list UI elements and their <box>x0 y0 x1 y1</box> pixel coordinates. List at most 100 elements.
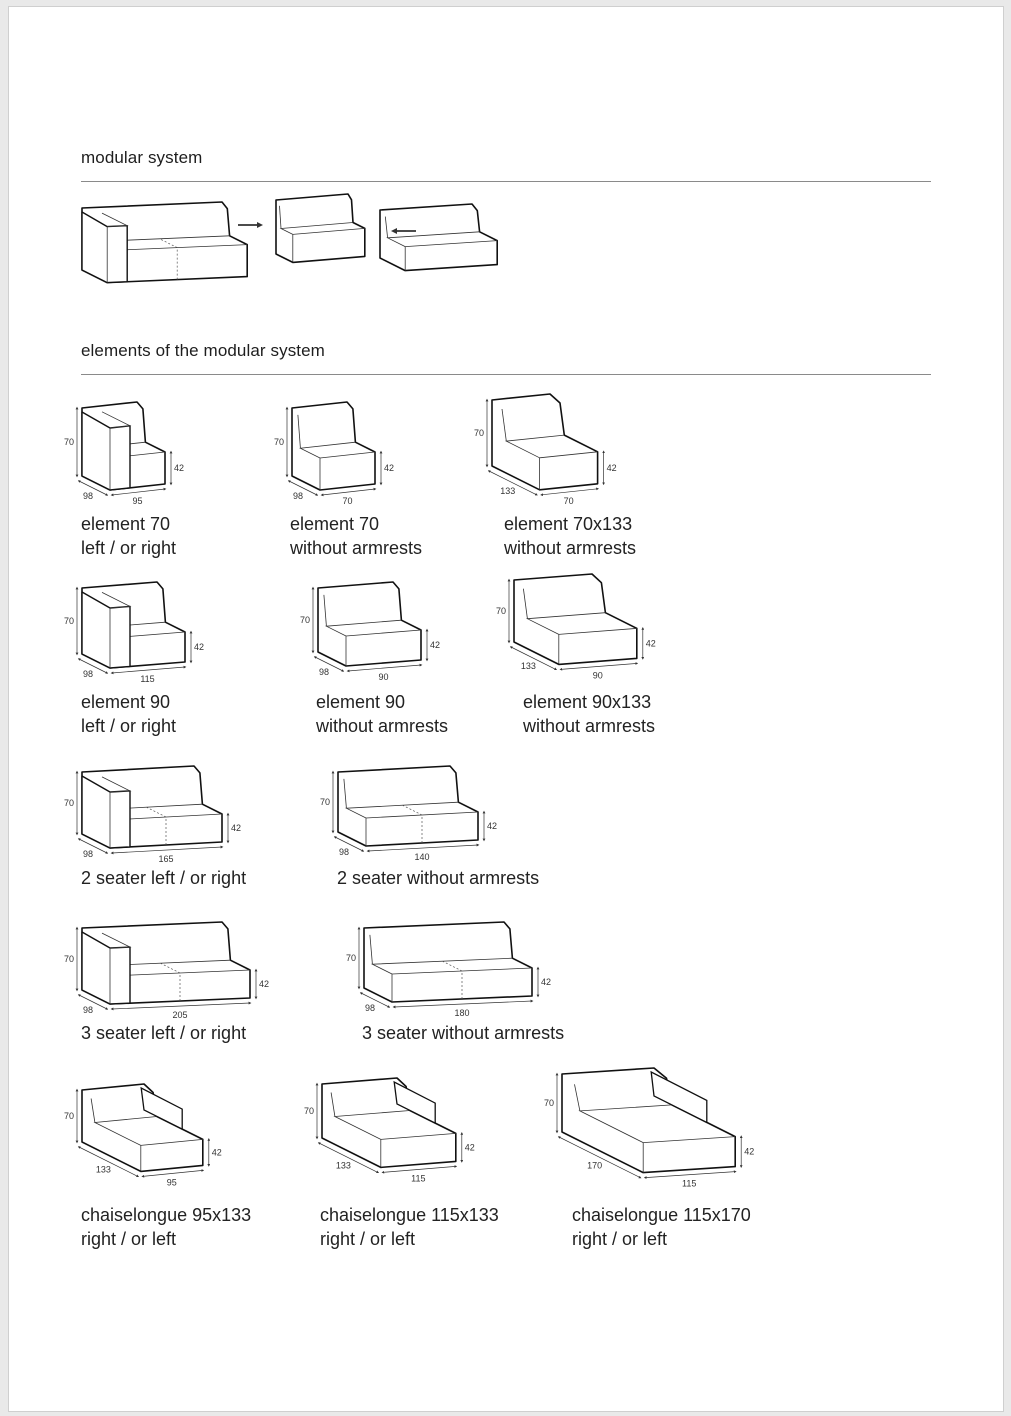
width-label: 180 <box>454 1008 469 1018</box>
sofa-drawing <box>317 581 422 667</box>
seat-edge <box>405 240 498 247</box>
caption-line2: without armrests <box>290 538 423 558</box>
depth-label: 133 <box>500 486 515 496</box>
width-label: 115 <box>682 1179 696 1189</box>
sofa-drawing <box>275 193 366 264</box>
width-dimension <box>110 845 224 855</box>
height-label: 70 <box>304 1106 314 1116</box>
height-label: 70 <box>544 1098 554 1108</box>
sofa-3-seater-part <box>81 201 248 284</box>
backrest-edge <box>523 588 528 619</box>
backrest-edge <box>369 934 373 965</box>
height-label: 70 <box>274 437 284 447</box>
seat-edge <box>319 451 376 459</box>
caption-line2: right / or left <box>320 1229 416 1249</box>
width-label: 95 <box>167 1177 177 1187</box>
caption-line1: 2 seater left / or right <box>81 868 247 888</box>
depth-dimension <box>333 836 365 852</box>
sofa-outline <box>363 921 533 1003</box>
caption-line2: left / or right <box>81 716 177 736</box>
depth-dimension <box>509 646 558 671</box>
seat-edge <box>539 451 598 459</box>
sofa-drawing <box>81 921 251 1005</box>
seat-height-label: 42 <box>744 1147 754 1157</box>
sofa-drawing <box>81 201 248 284</box>
side-armrest <box>393 1080 436 1125</box>
armrest-top <box>101 212 129 227</box>
caption-line2: right / or left <box>81 1229 177 1249</box>
seat-edge <box>292 228 365 235</box>
sofa-outline <box>379 203 498 272</box>
height-label: 70 <box>64 437 74 447</box>
width-dimension <box>540 487 599 497</box>
seat-edge <box>380 1133 456 1140</box>
seat-back-edge <box>344 801 459 819</box>
seat-edge <box>140 1139 203 1146</box>
depth-dimension <box>487 470 538 496</box>
width-label: 95 <box>132 496 142 506</box>
caption-line1: element 90 <box>316 692 406 712</box>
seat-height-label: 42 <box>430 640 440 650</box>
sofa-drawing <box>379 203 498 272</box>
element-caption: 3 seater left / or right <box>81 1021 246 1045</box>
backrest-edge <box>574 1084 581 1111</box>
seat-back-edge <box>525 612 606 635</box>
depth-dimension <box>317 1142 380 1174</box>
width-label: 115 <box>140 674 154 684</box>
sofa-drawing <box>337 765 479 847</box>
element-caption: 2 seater without armrests <box>337 866 539 890</box>
sofa-drawing <box>81 1083 204 1173</box>
caption-line1: element 90 <box>81 692 171 712</box>
cushion-seam <box>146 806 167 845</box>
caption-line1: chaiselongue 95x133 <box>81 1205 252 1225</box>
width-label: 70 <box>342 496 352 506</box>
element-caption: chaiselongue 95x133 right / or left <box>81 1203 251 1251</box>
backrest-edge <box>330 1092 336 1117</box>
width-label: 115 <box>411 1173 425 1183</box>
sofa-drawing <box>491 393 599 491</box>
backrest-edge <box>90 1098 96 1123</box>
caption-line1: 3 seater without armrests <box>362 1023 565 1043</box>
width-dimension <box>559 662 639 671</box>
depth-dimension <box>557 1136 642 1179</box>
height-label: 70 <box>496 606 506 616</box>
backrest-edge <box>343 778 347 809</box>
seat-back-edge <box>370 957 513 975</box>
seat-back-edge <box>504 434 565 459</box>
sofa-drawing <box>321 1077 457 1169</box>
backrest-edge <box>297 414 301 449</box>
section-title-elements: elements of the modular system <box>81 341 325 360</box>
backrest-edge <box>501 408 507 442</box>
seat-back-edge <box>578 1104 672 1143</box>
depth-dimension <box>359 992 391 1008</box>
caption-line2: without armrests <box>316 716 449 736</box>
cushion-seam <box>160 962 181 1001</box>
seat-height-label: 42 <box>384 463 394 473</box>
depth-label: 98 <box>319 667 329 677</box>
width-dimension <box>643 1170 737 1179</box>
depth-dimension <box>77 480 109 496</box>
seat-back-edge <box>386 231 480 247</box>
armrest-top <box>101 932 132 949</box>
seat-back-edge <box>324 619 402 637</box>
seat-edge <box>107 244 248 251</box>
height-label: 70 <box>346 953 356 963</box>
depth-label: 133 <box>336 1161 351 1171</box>
